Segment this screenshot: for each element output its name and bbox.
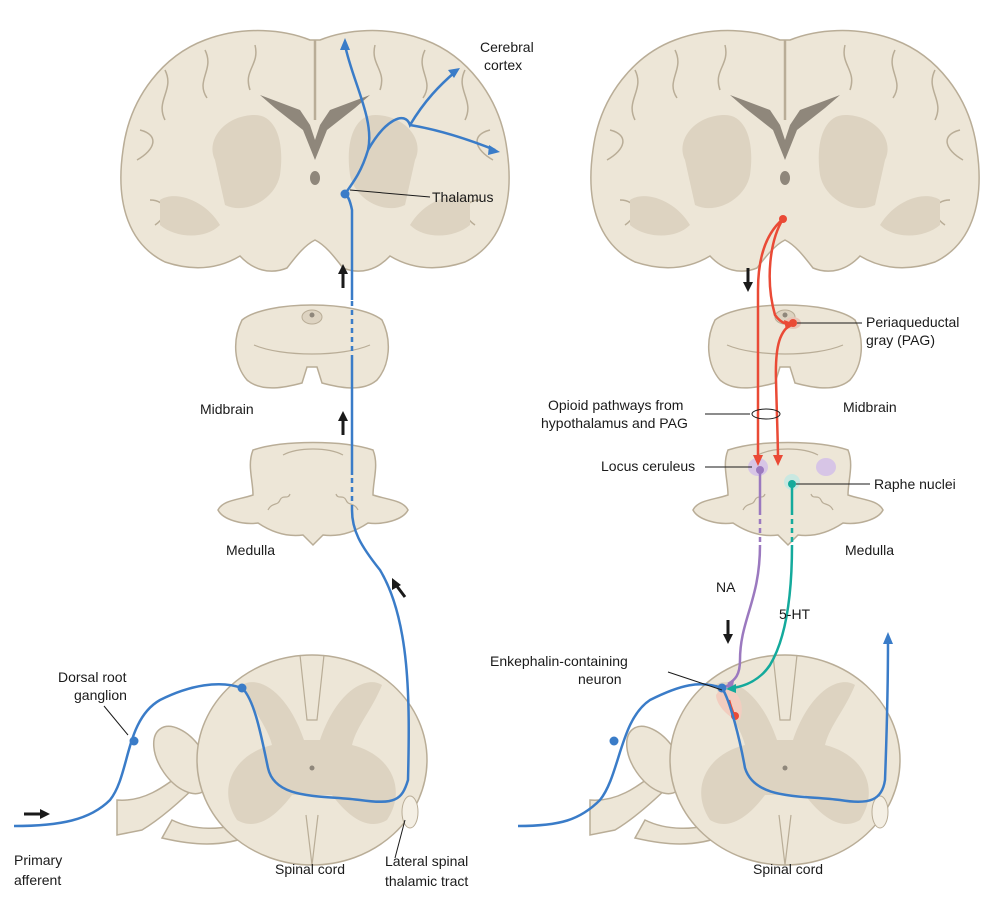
label-drg-1: Dorsal root — [58, 669, 127, 685]
5ht-arrowhead — [726, 684, 736, 693]
label-cerebral-cortex-1: Cerebral — [480, 39, 534, 55]
label-na: NA — [716, 579, 736, 595]
drg-neuron-soma-right — [609, 736, 619, 746]
label-pag-2: gray (PAG) — [866, 332, 935, 348]
label-lateral-tract-2: thalamic tract — [385, 873, 468, 889]
label-cerebral-cortex-2: cortex — [484, 57, 522, 73]
label-spinal-cord-left: Spinal cord — [275, 861, 345, 877]
ascending-pain-pathway-right — [517, 639, 890, 828]
label-primary-afferent-1: Primary — [14, 852, 62, 868]
serotonergic-pathway — [732, 484, 794, 690]
left-panel: Cerebral cortex Thalamus Midbrain Medull… — [13, 29, 534, 889]
ascending-pain-pathway — [13, 44, 496, 828]
brain-section-left — [119, 29, 511, 273]
dorsal-horn-neuron-soma — [237, 683, 247, 693]
label-5ht: 5-HT — [779, 606, 811, 622]
label-pag-1: Periaqueductal — [866, 314, 959, 330]
direction-arrows-right — [723, 268, 753, 644]
ascending-arrowheads — [340, 38, 500, 155]
spinal-cord-section-right — [589, 654, 901, 866]
leader-lines-left — [103, 189, 431, 859]
label-medulla-right: Medulla — [845, 542, 894, 558]
label-raphe-nuclei: Raphe nuclei — [874, 476, 956, 492]
locus-ceruleus-right-nucleus — [816, 458, 836, 476]
midbrain-section-left — [234, 304, 390, 389]
label-lateral-tract-1: Lateral spinal — [385, 853, 468, 869]
label-opioid-pathways-2: hypothalamus and PAG — [541, 415, 688, 431]
locus-ceruleus-neuron-soma — [756, 466, 764, 474]
ascending-arrowhead-right — [883, 632, 893, 644]
label-thalamus: Thalamus — [432, 189, 493, 205]
pag-neuron-soma — [789, 319, 797, 327]
label-opioid-pathways-1: Opioid pathways from — [548, 397, 683, 413]
medulla-section-right — [692, 441, 884, 546]
spinothalamic-tract-region-right — [871, 795, 889, 829]
label-primary-afferent-2: afferent — [14, 872, 61, 888]
label-medulla-left: Medulla — [226, 542, 275, 558]
medulla-section-left — [217, 441, 409, 546]
noradrenergic-pathway — [727, 470, 762, 686]
brain-section-right — [589, 29, 981, 273]
label-enkephalin-2: neuron — [578, 671, 622, 687]
label-drg-2: ganglion — [74, 687, 127, 703]
label-midbrain-right: Midbrain — [843, 399, 897, 415]
spinal-cord-section-left — [116, 654, 428, 866]
thalamic-neuron-soma — [340, 189, 350, 199]
label-locus-ceruleus: Locus ceruleus — [601, 458, 695, 474]
label-enkephalin-1: Enkephalin-containing — [490, 653, 628, 669]
spinothalamic-tract-region — [401, 795, 419, 829]
opioid-arrowheads — [753, 320, 795, 466]
hypothalamic-neuron-soma — [779, 215, 787, 223]
right-panel: Periaqueductal gray (PAG) Midbrain Opioi… — [490, 29, 981, 877]
drg-neuron-soma — [129, 736, 139, 746]
raphe-neuron-soma — [788, 480, 796, 488]
direction-arrows-left — [24, 264, 407, 819]
midbrain-section-right — [707, 304, 863, 389]
dorsal-horn-neuron-soma-right — [717, 683, 727, 693]
label-spinal-cord-right: Spinal cord — [753, 861, 823, 877]
leader-lines-right — [667, 322, 870, 691]
label-midbrain-left: Midbrain — [200, 401, 254, 417]
